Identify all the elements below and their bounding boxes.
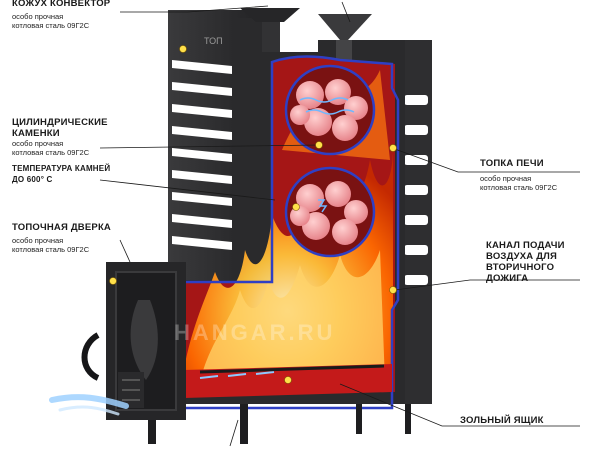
label-door-sub2: котловая сталь 09Г2С [12, 245, 90, 254]
label-air-title4: ДОЖИГА [486, 273, 529, 284]
label-temp-title1: ТЕМПЕРАТУРА КАМНЕЙ [12, 164, 111, 173]
label-temp-title2: ДО 600° С [12, 175, 53, 184]
firebox-outline [180, 55, 400, 410]
label-stones-sub1: особо прочная [12, 139, 64, 148]
label-door: ТОПОЧНАЯ ДВЕРКА особо прочная котловая с… [12, 222, 111, 254]
label-stones-title2: КАМЕНКИ [12, 128, 60, 139]
label-firebox-title: ТОПКА ПЕЧИ [480, 158, 544, 169]
label-stones: ЦИЛИНДРИЧЕСКИЕ КАМЕНКИ особо прочная кот… [12, 117, 108, 157]
label-air-title3: ВТОРИЧНОГО [486, 262, 555, 273]
label-air-channel: КАНАЛ ПОДАЧИ ВОЗДУХА ДЛЯ ВТОРИЧНОГО ДОЖИ… [486, 240, 565, 284]
leader-lines [99, 1, 580, 447]
stone-cylinder-lower [284, 166, 376, 258]
label-firebox-sub1: особо прочная [480, 174, 532, 183]
label-firebox-sub2: котловая сталь 09Г2С [480, 183, 558, 192]
label-door-title: ТОПОЧНАЯ ДВЕРКА [12, 222, 111, 233]
label-casing: КОЖУХ КОНВЕКТОР особо прочная котловая с… [12, 0, 110, 30]
brand-logo: ТОП [204, 36, 223, 46]
label-air-title2: ВОЗДУХА ДЛЯ [486, 251, 558, 262]
label-temperature: ТЕМПЕРАТУРА КАМНЕЙ ДО 600° С [12, 163, 110, 185]
label-door-sub1: особо прочная [12, 236, 64, 245]
top-funnels [240, 8, 372, 70]
label-ash-drawer: ЗОЛЬНЫЙ ЯЩИК [460, 415, 544, 426]
label-casing-sub2: котловая сталь 09Г2С [12, 21, 90, 30]
label-casing-sub1: особо прочная [12, 12, 64, 21]
stove-legs [148, 404, 411, 444]
label-air-title1: КАНАЛ ПОДАЧИ [486, 240, 565, 251]
stone-cylinder-upper [284, 64, 376, 156]
label-stones-title1: ЦИЛИНДРИЧЕСКИЕ [12, 117, 108, 128]
air-intake-arrow [49, 394, 129, 409]
label-casing-title: КОЖУХ КОНВЕКТОР [12, 0, 111, 9]
watermark: HANGAR.RU [174, 320, 335, 345]
firebox-door [81, 262, 186, 420]
callout-dots [109, 45, 397, 384]
grate [199, 364, 385, 374]
label-stones-sub2: котловая сталь 09Г2С [12, 148, 90, 157]
label-ash-title: ЗОЛЬНЫЙ ЯЩИК [460, 415, 544, 426]
label-firebox: ТОПКА ПЕЧИ особо прочная котловая сталь … [480, 158, 557, 192]
